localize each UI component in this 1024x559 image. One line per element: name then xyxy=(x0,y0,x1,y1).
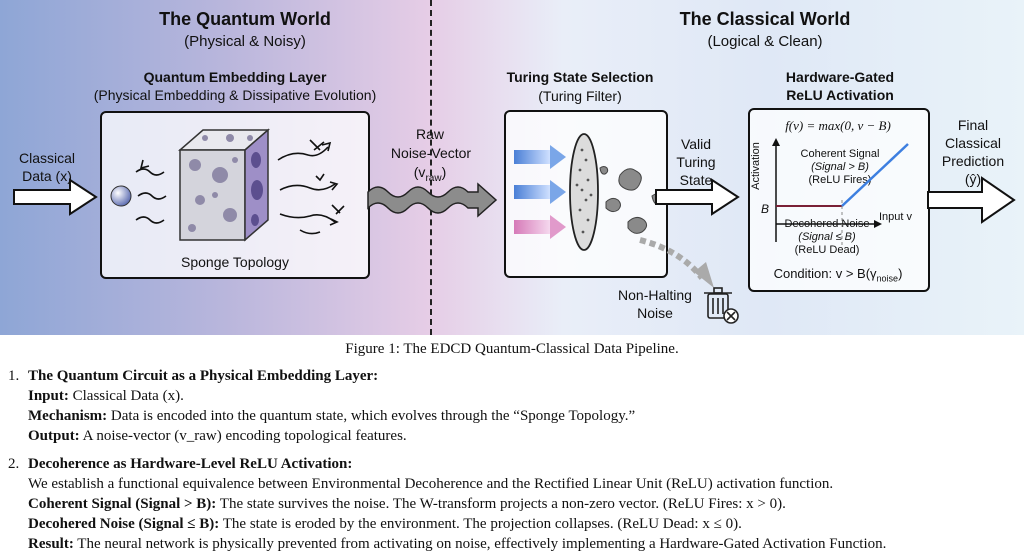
list-item-1: 1.The Quantum Circuit as a Physical Embe… xyxy=(8,366,1018,446)
relu-formula: f(v) = max(0, v − B) xyxy=(785,118,891,133)
pink-beam-icon-bottom xyxy=(514,215,566,239)
turing-selection-subtitle: (Turing Filter) xyxy=(538,88,622,104)
valid-state-arrow-icon xyxy=(655,178,740,216)
quantum-world-subtitle: (Physical & Noisy) xyxy=(184,33,306,50)
item-2-line-4: Result: The neural network is physically… xyxy=(28,536,887,552)
item-1-title: The Quantum Circuit as a Physical Embedd… xyxy=(28,368,379,384)
raw-label-line3: (vraw) xyxy=(413,164,447,184)
condition-label: Condition: v > B(γnoise) xyxy=(773,266,903,284)
classical-world-subtitle: (Logical & Clean) xyxy=(707,33,823,50)
pipeline-figure: The Quantum World (Physical & Noisy) The… xyxy=(0,0,1024,335)
final-line3: Prediction xyxy=(941,153,1005,169)
sponge-topology-label: Sponge Topology xyxy=(181,254,289,270)
valid-label-line1: Valid xyxy=(680,136,712,152)
final-line4: (ŷ) xyxy=(964,171,982,187)
embedding-layer-title: Quantum Embedding Layer xyxy=(143,69,327,85)
item-1-line-1: Input: Classical Data (x). xyxy=(28,388,184,404)
outgoing-wave-icons xyxy=(277,139,345,235)
paper-body: 1.The Quantum Circuit as a Physical Embe… xyxy=(8,366,1018,554)
valid-label-line2: Turing xyxy=(676,154,716,170)
non-halting-line1: Non-Halting xyxy=(618,287,692,303)
figure-caption: Figure 1: The EDCD Quantum-Classical Dat… xyxy=(345,341,679,357)
blue-beam-icon-middle xyxy=(514,180,566,204)
relu-title-line2: ReLU Activation xyxy=(786,87,894,103)
relu-title-line1: Hardware-Gated xyxy=(785,69,895,85)
sponge-cube-icon xyxy=(177,128,271,242)
input-arrow-icon xyxy=(13,178,98,216)
item-2-line-2: Coherent Signal (Signal > B): The state … xyxy=(28,496,786,512)
raw-label-line1: Raw xyxy=(415,126,444,142)
coherent-line3: (ReLU Fires) xyxy=(808,174,872,186)
incoming-wave-icons xyxy=(135,159,167,224)
final-arrow-icon xyxy=(927,176,1016,224)
coherent-line2: (Signal > B) xyxy=(811,161,869,173)
final-line2: Classical xyxy=(944,135,1001,151)
final-line1: Final xyxy=(957,117,989,133)
valid-label-line3: State xyxy=(679,172,713,188)
figure-graphics xyxy=(13,128,1016,324)
item-1-line-2: Mechanism: Data is encoded into the quan… xyxy=(28,408,636,424)
raw-label-line2: Noise-Vector xyxy=(390,145,472,161)
filter-disc-icon xyxy=(569,133,599,251)
decohered-line3: (ReLU Dead) xyxy=(794,244,860,256)
item-2-line-1: We establish a functional equivalence be… xyxy=(28,476,834,492)
non-halting-line2: Noise xyxy=(637,305,673,321)
quantum-world-title: The Quantum World xyxy=(159,9,331,29)
non-halting-arrow-icon xyxy=(639,237,714,288)
input-label-line2: Data (x) xyxy=(22,168,72,184)
relu-plot xyxy=(772,138,909,245)
item-2-line-3: Decohered Noise (Signal ≤ B): The state … xyxy=(28,516,742,532)
item-2-title: Decoherence as Hardware-Level ReLU Activ… xyxy=(28,456,353,472)
axis-b-label: B xyxy=(761,202,770,216)
noise-blob-icons xyxy=(599,166,663,234)
particle-icon xyxy=(110,185,132,207)
relu-active-line xyxy=(841,143,909,207)
classical-world-title: The Classical World xyxy=(679,9,851,29)
noise-vector-arrow-icon xyxy=(367,182,498,218)
item-1-line-3: Output: A noise-vector (v_raw) encoding … xyxy=(28,428,407,444)
blue-beam-icon-top xyxy=(514,145,566,169)
axis-x-label: Input v xyxy=(879,211,913,223)
coherent-line1: Coherent Signal xyxy=(800,148,880,160)
turing-selection-title: Turing State Selection xyxy=(506,69,654,85)
trash-bin-icon xyxy=(704,287,739,324)
list-item-2: 2.Decoherence as Hardware-Level ReLU Act… xyxy=(8,454,1018,554)
input-label-line1: Classical xyxy=(18,150,75,166)
world-divider xyxy=(430,0,432,335)
embedding-layer-subtitle: (Physical Embedding & Dissipative Evolut… xyxy=(93,87,377,103)
decohered-line2: (Signal ≤ B) xyxy=(798,231,856,243)
